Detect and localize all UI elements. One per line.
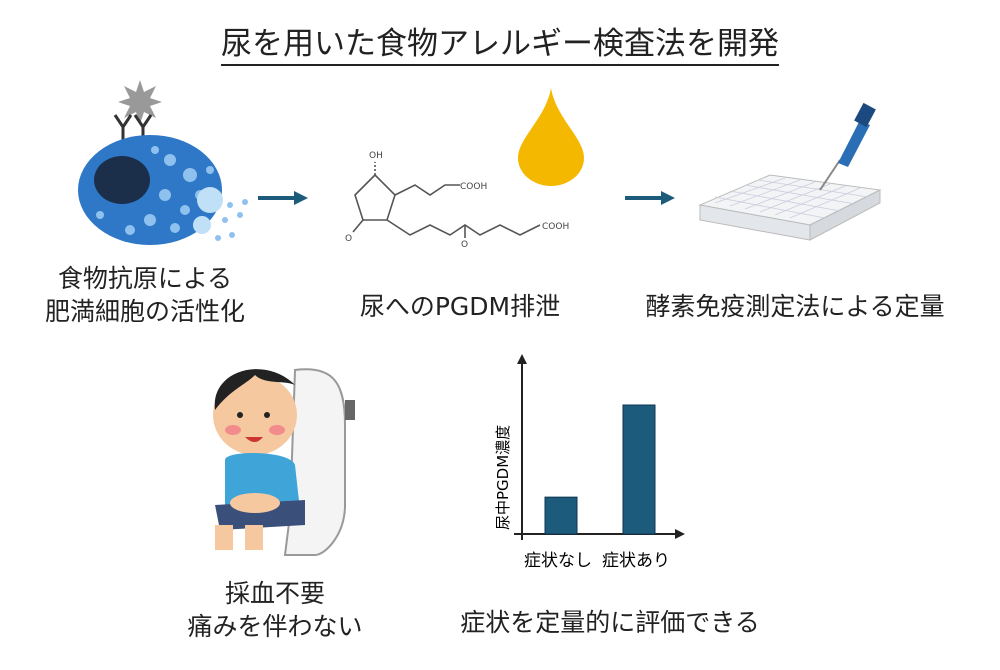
svg-text:OH: OH [369, 151, 383, 161]
arrow-icon [258, 191, 308, 205]
x-tick-label: 症状なし [524, 551, 592, 571]
pgdm-bar-chart: 尿中PGDM濃度 症状なし症状あり [494, 354, 685, 571]
microplate-pipette-icon [698, 102, 882, 241]
step1-caption: 食物抗原による 肥満細胞の活性化 [44, 264, 245, 326]
arrow-icon [625, 191, 675, 205]
bottom-right-caption: 症状を定量的に評価できる [460, 608, 760, 637]
svg-text:COOH: COOH [542, 222, 569, 232]
step3-caption: 酵素免疫測定法による定量 [645, 292, 945, 321]
svg-text:O: O [345, 234, 352, 244]
urine-drop-icon [518, 88, 584, 186]
bar-1 [622, 404, 656, 535]
svg-text:COOH: COOH [460, 182, 487, 192]
x-axis-arrowhead [675, 529, 685, 539]
mast-cell-icon [78, 80, 248, 245]
step2-caption: 尿へのPGDM排泄 [359, 292, 561, 321]
svg-text:O: O [461, 240, 468, 250]
bar-0 [544, 496, 578, 535]
page-title: 尿を用いた食物アレルギー検査法を開発 [0, 18, 1000, 66]
bottom-left-caption: 採血不要 痛みを伴わない [187, 579, 363, 641]
boy-on-toilet-icon [213, 368, 355, 556]
y-axis-arrowhead [517, 354, 527, 364]
y-axis-label: 尿中PGDM濃度 [494, 425, 512, 530]
x-tick-label: 症状あり [602, 551, 670, 571]
pgdm-structure-icon: OH COOH COOH O O [345, 151, 569, 250]
